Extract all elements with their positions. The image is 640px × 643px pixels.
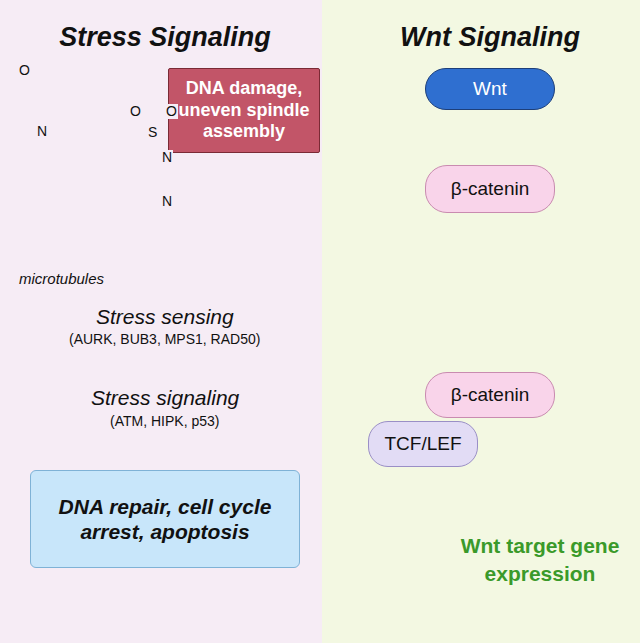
step-label: Stress sensing	[96, 305, 234, 329]
tcf-lef-box: TCF/LEF	[368, 421, 478, 467]
atom-label: O	[165, 104, 178, 119]
box-text: β-catenin	[451, 178, 530, 201]
atom-label: N	[161, 194, 173, 209]
atom-label: N	[161, 150, 173, 165]
panel-title: Wnt Signaling	[400, 22, 580, 53]
atom-label: S	[147, 125, 158, 140]
box-text: DNA repair, cell cycle arrest, apoptosis	[41, 494, 289, 544]
structure-label: microtubules	[19, 270, 104, 287]
outcome-box: DNA repair, cell cycle arrest, apoptosis	[30, 470, 300, 568]
box-text: TCF/LEF	[384, 433, 461, 456]
box-text: Wnt	[473, 78, 507, 101]
panel-title: Stress Signaling	[59, 22, 271, 53]
wnt-ligand-box: Wnt	[425, 68, 555, 110]
step-label: Stress signaling	[91, 386, 239, 410]
atom-label: N	[36, 124, 48, 139]
box-text: DNA damage, uneven spindle assembly	[175, 78, 313, 143]
outcome-label: Wnt target gene expression	[445, 532, 635, 589]
protein-list: (ATM, HIPK, p53)	[110, 413, 219, 429]
atom-label: O	[18, 63, 31, 78]
atom-label: O	[129, 104, 142, 119]
protein-list: (AURK, BUB3, MPS1, RAD50)	[69, 331, 260, 347]
beta-catenin-box: β-catenin	[425, 372, 555, 418]
stress-source-box: DNA damage, uneven spindle assembly	[168, 68, 320, 153]
beta-catenin-box: β-catenin	[425, 165, 555, 213]
box-text: β-catenin	[451, 384, 530, 407]
